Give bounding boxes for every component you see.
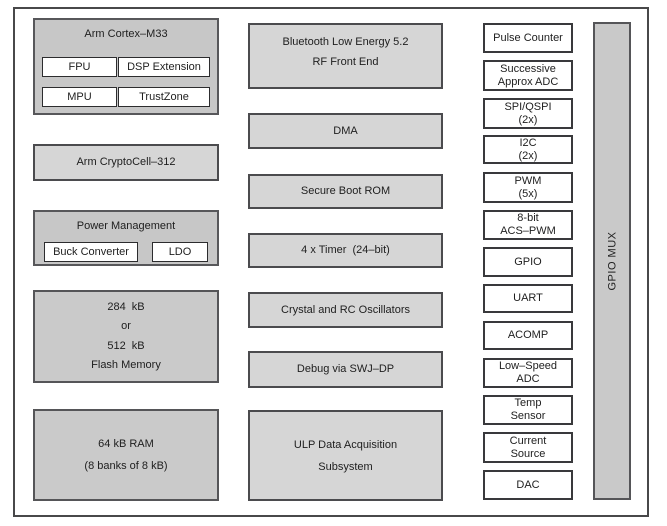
block-timer: 4 x Timer (24–bit) — [248, 233, 443, 268]
block-debug-swj-dp: Debug via SWJ–DP — [248, 351, 443, 388]
spi-line-2: (2x) — [518, 113, 538, 126]
ble-line-1: Bluetooth Low Energy 5.2 — [282, 36, 409, 48]
block-low-speed-adc: Low–Speed ADC — [483, 358, 573, 388]
block-dac-label: DAC — [516, 478, 540, 491]
block-dma-label: DMA — [333, 124, 358, 137]
block-buck-converter: Buck Converter — [44, 242, 138, 262]
block-spi-qspi: SPI/QSPI (2x) — [483, 98, 573, 129]
block-uart: UART — [483, 284, 573, 313]
temp-line-1: Temp — [514, 397, 542, 409]
block-crystal-rc-oscillators: Crystal and RC Oscillators — [248, 292, 443, 328]
block-gpio-mux: GPIO MUX — [593, 22, 631, 500]
ls-adc-line-1: Low–Speed — [498, 360, 558, 372]
cortex-sub-row-2: MPU TrustZone — [35, 87, 217, 107]
block-flash-memory: 284 kB or 512 kB Flash Memory — [33, 290, 219, 383]
pwm-line-1: PWM — [514, 174, 542, 187]
block-debug-swj-dp-label: Debug via SWJ–DP — [296, 363, 395, 375]
block-crystal-rc-oscillators-label: Crystal and RC Oscillators — [281, 303, 410, 316]
block-buck-converter-label: Buck Converter — [53, 245, 129, 258]
block-gpio-label: GPIO — [514, 255, 542, 268]
block-dsp-extension-label: DSP Extension — [127, 60, 201, 73]
power-sub-row: Buck Converter LDO — [35, 242, 217, 262]
block-fpu-label: FPU — [68, 60, 91, 73]
block-acs-pwm: 8-bit ACS–PWM — [483, 210, 573, 240]
flash-line-1: 284 kB — [107, 300, 145, 313]
block-pwm: PWM (5x) — [483, 172, 573, 203]
current-line-1: Current — [509, 434, 547, 447]
block-uart-label: UART — [513, 292, 543, 304]
block-gpio-mux-label: GPIO MUX — [606, 231, 619, 291]
block-pulse-counter-label: Pulse Counter — [493, 31, 563, 44]
block-trustzone: TrustZone — [118, 87, 210, 107]
ram-line-2: (8 banks of 8 kB) — [84, 460, 168, 472]
block-dma: DMA — [248, 113, 443, 149]
flash-line-3: 512 kB — [107, 339, 145, 352]
block-dac: DAC — [483, 470, 573, 500]
ulp-line-1: ULP Data Acquisition — [293, 438, 398, 451]
spi-line-1: SPI/QSPI — [504, 100, 552, 113]
block-secure-boot-rom-label: Secure Boot ROM — [300, 185, 391, 197]
block-power-management: Power Management Buck Converter LDO — [33, 210, 219, 266]
block-ldo: LDO — [152, 242, 208, 262]
block-successive-approx-adc: Successive Approx ADC — [483, 60, 573, 91]
acs-pwm-line-1: 8-bit — [517, 212, 539, 224]
block-i2c: I2C (2x) — [483, 135, 573, 164]
pwm-line-2: (5x) — [518, 187, 538, 200]
ls-adc-line-2: ADC — [516, 373, 540, 385]
sar-adc-line-1: Successive — [500, 62, 556, 75]
flash-line-4: Flash Memory — [91, 359, 161, 371]
block-power-management-title: Power Management — [76, 220, 176, 232]
block-ram: 64 kB RAM (8 banks of 8 kB) — [33, 409, 219, 501]
block-arm-cryptocell-312: Arm CryptoCell–312 — [33, 144, 219, 181]
block-acomp-label: ACOMP — [507, 329, 549, 341]
ram-line-1: 64 kB RAM — [98, 438, 154, 450]
block-ldo-label: LDO — [168, 245, 192, 258]
block-bluetooth-low-energy: Bluetooth Low Energy 5.2 RF Front End — [248, 23, 443, 89]
i2c-line-1: I2C — [519, 136, 537, 149]
block-arm-cryptocell-312-label: Arm CryptoCell–312 — [76, 156, 176, 168]
block-dsp-extension: DSP Extension — [118, 57, 210, 77]
block-timer-label: 4 x Timer (24–bit) — [301, 244, 390, 256]
ble-line-2: RF Front End — [312, 56, 379, 68]
cortex-sub-row-1: FPU DSP Extension — [35, 57, 217, 77]
block-mpu-label: MPU — [67, 90, 92, 103]
block-arm-cortex-m33-title: Arm Cortex–M33 — [84, 28, 168, 40]
block-gpio: GPIO — [483, 247, 573, 277]
temp-line-2: Sensor — [510, 410, 546, 422]
acs-pwm-line-2: ACS–PWM — [500, 225, 556, 237]
block-fpu: FPU — [42, 57, 117, 77]
diagram-frame — [13, 7, 649, 517]
block-ulp-data-acquisition: ULP Data Acquisition Subsystem — [248, 410, 443, 501]
block-acomp: ACOMP — [483, 321, 573, 350]
sar-adc-line-2: Approx ADC — [497, 75, 559, 88]
ulp-line-2: Subsystem — [318, 460, 373, 473]
block-mpu: MPU — [42, 87, 117, 107]
flash-line-2: or — [121, 320, 131, 332]
block-arm-cortex-m33: Arm Cortex–M33 FPU DSP Extension MPU Tru… — [33, 18, 219, 115]
block-secure-boot-rom: Secure Boot ROM — [248, 174, 443, 209]
i2c-line-2: (2x) — [518, 149, 538, 162]
block-current-source: Current Source — [483, 432, 573, 463]
block-pulse-counter: Pulse Counter — [483, 23, 573, 53]
block-trustzone-label: TrustZone — [139, 90, 189, 103]
current-line-2: Source — [510, 447, 546, 460]
block-temp-sensor: Temp Sensor — [483, 395, 573, 425]
